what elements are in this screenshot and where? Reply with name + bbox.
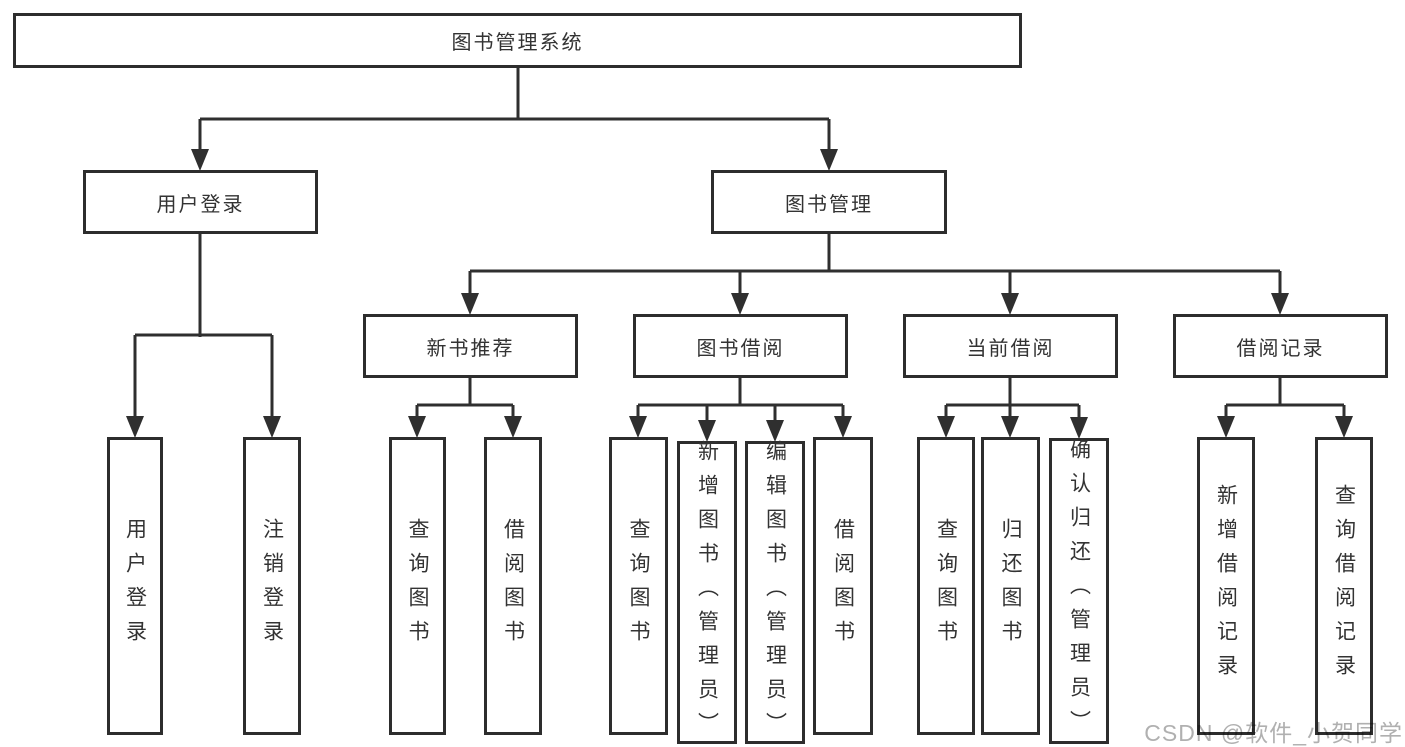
node-borrow-records-label: 借阅记录 — [1236, 337, 1325, 360]
leaf-logout-login: 注销登录 — [243, 437, 301, 735]
leaf-current-confirm-return-admin-label: 确认归还（管理员） — [1067, 438, 1091, 744]
node-new-book-recommend-label: 新书推荐 — [426, 337, 515, 360]
leaf-current-query-books: 查询图书 — [917, 437, 975, 735]
leaf-recommend-query-books: 查询图书 — [389, 437, 446, 735]
leaf-recommend-borrow-books-label: 借阅图书 — [501, 518, 525, 654]
node-root-label: 图书管理系统 — [451, 32, 584, 54]
leaf-borrow-query-books: 查询图书 — [609, 437, 668, 735]
leaf-borrow-borrow-books-label: 借阅图书 — [831, 518, 855, 654]
leaf-records-query-record-label: 查询借阅记录 — [1332, 484, 1356, 688]
leaf-borrow-edit-books-admin-label: 编辑图书（管理员） — [763, 439, 787, 746]
node-user-login: 用户登录 — [83, 170, 318, 234]
leaf-borrow-edit-books-admin: 编辑图书（管理员） — [745, 439, 805, 746]
leaf-recommend-query-books-label: 查询图书 — [406, 518, 429, 654]
node-book-management-label: 图书管理 — [785, 193, 873, 216]
leaf-borrow-query-books-label: 查询图书 — [627, 518, 650, 654]
csdn-watermark: CSDN @软件_小贺同学 — [1144, 720, 1403, 746]
leaf-current-query-books-label: 查询图书 — [934, 518, 958, 654]
arrowheads — [126, 149, 1353, 442]
leaf-user-login-label: 用户登录 — [123, 518, 147, 654]
leaf-borrow-borrow-books: 借阅图书 — [813, 437, 873, 735]
node-borrow-records: 借阅记录 — [1173, 314, 1388, 378]
leaf-current-return-books: 归还图书 — [981, 437, 1040, 735]
node-book-borrow: 图书借阅 — [633, 314, 848, 378]
node-user-login-label: 用户登录 — [156, 193, 245, 216]
leaf-records-add-record: 新增借阅记录 — [1197, 437, 1255, 735]
leaf-logout-login-label: 注销登录 — [260, 518, 284, 654]
leaf-records-query-record: 查询借阅记录 — [1315, 437, 1373, 735]
node-current-borrow: 当前借阅 — [903, 314, 1118, 378]
node-new-book-recommend: 新书推荐 — [363, 314, 578, 378]
leaf-current-return-books-label: 归还图书 — [999, 518, 1022, 654]
leaf-records-add-record-label: 新增借阅记录 — [1214, 484, 1238, 688]
leaf-current-confirm-return-admin: 确认归还（管理员） — [1049, 438, 1109, 744]
node-book-borrow-label: 图书借阅 — [696, 337, 785, 360]
node-current-borrow-label: 当前借阅 — [966, 337, 1055, 360]
leaf-user-login: 用户登录 — [107, 437, 163, 735]
leaf-borrow-add-books-admin: 新增图书（管理员） — [677, 439, 737, 746]
node-book-management: 图书管理 — [711, 170, 947, 234]
leaf-recommend-borrow-books: 借阅图书 — [484, 437, 542, 735]
leaf-borrow-add-books-admin-label: 新增图书（管理员） — [695, 439, 719, 746]
node-root: 图书管理系统 — [13, 13, 1022, 68]
